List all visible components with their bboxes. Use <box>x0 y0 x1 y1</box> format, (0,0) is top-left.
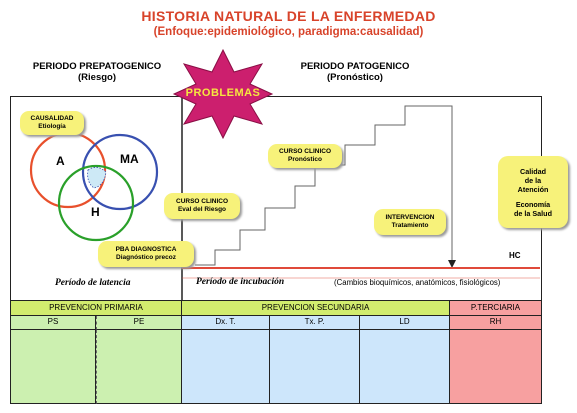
venn-circle-h <box>57 164 135 242</box>
venn-label-h: H <box>91 205 100 219</box>
cell-pe <box>96 330 182 404</box>
col-header-tx: Tx. P. <box>270 316 360 330</box>
callout-intervencion-sub: Tratamiento <box>391 222 429 229</box>
periodo-prepatogenico-title: PERIODO PREPATOGENICO <box>32 61 162 72</box>
callout-calidad-l4: Economía <box>515 199 551 209</box>
callout-pba-diagnostica: PBA DIAGNOSTICA Diagnóstico precoz <box>98 241 194 267</box>
callout-curso-riesgo-sub: Eval del Riesgo <box>177 206 227 213</box>
cell-rh <box>450 330 542 404</box>
cell-ld <box>360 330 450 404</box>
cell-dx <box>182 330 270 404</box>
periodo-patogenico-title: PERIODO PATOGENICO <box>300 61 410 72</box>
callout-calidad-l2: de la <box>524 175 542 185</box>
callout-causalidad-title: CAUSALIDAD <box>30 115 74 122</box>
prevencion-secundaria-header: PREVENCION SECUNDARIA <box>182 300 450 316</box>
venn-label-ma: MA <box>120 152 139 166</box>
periodo-patogenico-sub: (Pronóstico) <box>327 72 383 83</box>
callout-calidad-l5: de la Salud <box>514 208 552 218</box>
callout-pba-title: PBA DIAGNOSTICA <box>115 246 177 253</box>
staircase-line <box>195 105 453 266</box>
periodo-patogenico-header: PERIODO PATOGENICO (Pronóstico) <box>270 61 440 83</box>
prevencion-terciaria-header: P.TERCIARIA <box>450 300 542 316</box>
callout-causalidad: CAUSALIDAD Etiología <box>20 111 84 135</box>
col-header-dx: Dx. T. <box>182 316 270 330</box>
prevention-table: PREVENCION PRIMARIA PREVENCION SECUNDARI… <box>10 300 542 404</box>
callout-curso-pronostico-title: CURSO CLINICO <box>279 148 331 155</box>
periodo-incubacion-label: Período de incubación <box>196 277 285 287</box>
callout-curso-pronostico: CURSO CLINICO Pronóstico <box>268 144 342 168</box>
periodo-prepatogenico-header: PERIODO PREPATOGENICO (Riesgo) <box>12 61 182 83</box>
venn-intersection <box>87 167 107 189</box>
cambios-label: (Cambios bioquímicos, anatómicos, fisiol… <box>334 278 501 287</box>
problemas-starburst <box>172 48 274 140</box>
col-header-rh: RH <box>450 316 542 330</box>
callout-causalidad-sub: Etiología <box>38 123 66 130</box>
callout-calidad-l1: Calidad <box>520 166 546 176</box>
prevencion-primaria-header: PREVENCION PRIMARIA <box>10 300 182 316</box>
callout-calidad-l3: Atención <box>517 184 549 194</box>
periodo-prepatogenico-sub: (Riesgo) <box>78 72 116 83</box>
venn-label-a: A <box>56 154 65 168</box>
callout-curso-riesgo: CURSO CLINICO Eval del Riesgo <box>164 193 240 219</box>
callout-intervencion: INTERVENCION Tratamiento <box>374 209 446 235</box>
col-header-pe: PE <box>96 316 182 330</box>
callout-curso-riesgo-title: CURSO CLINICO <box>176 198 228 205</box>
cell-tx <box>270 330 360 404</box>
periodo-latencia-label: Período de latencia <box>55 278 131 288</box>
hc-label: HC <box>509 251 521 260</box>
callout-pba-sub: Diagnóstico precoz <box>116 254 176 261</box>
callout-curso-pronostico-sub: Pronóstico <box>288 156 322 163</box>
col-header-ld: LD <box>360 316 450 330</box>
arrow-head <box>448 260 456 268</box>
col-header-ps: PS <box>10 316 96 330</box>
venn-circle-ma <box>81 133 159 211</box>
cell-ps <box>10 330 96 404</box>
diagram-title: HISTORIA NATURAL DE LA ENFERMEDAD <box>141 8 436 24</box>
callout-calidad: Calidad de la Atención Economía de la Sa… <box>498 156 568 228</box>
diagram-subtitle: (Enfoque:epidemiológico, paradigma:causa… <box>153 26 424 38</box>
callout-intervencion-title: INTERVENCION <box>385 214 435 221</box>
problemas-label: PROBLEMAS <box>185 87 261 99</box>
